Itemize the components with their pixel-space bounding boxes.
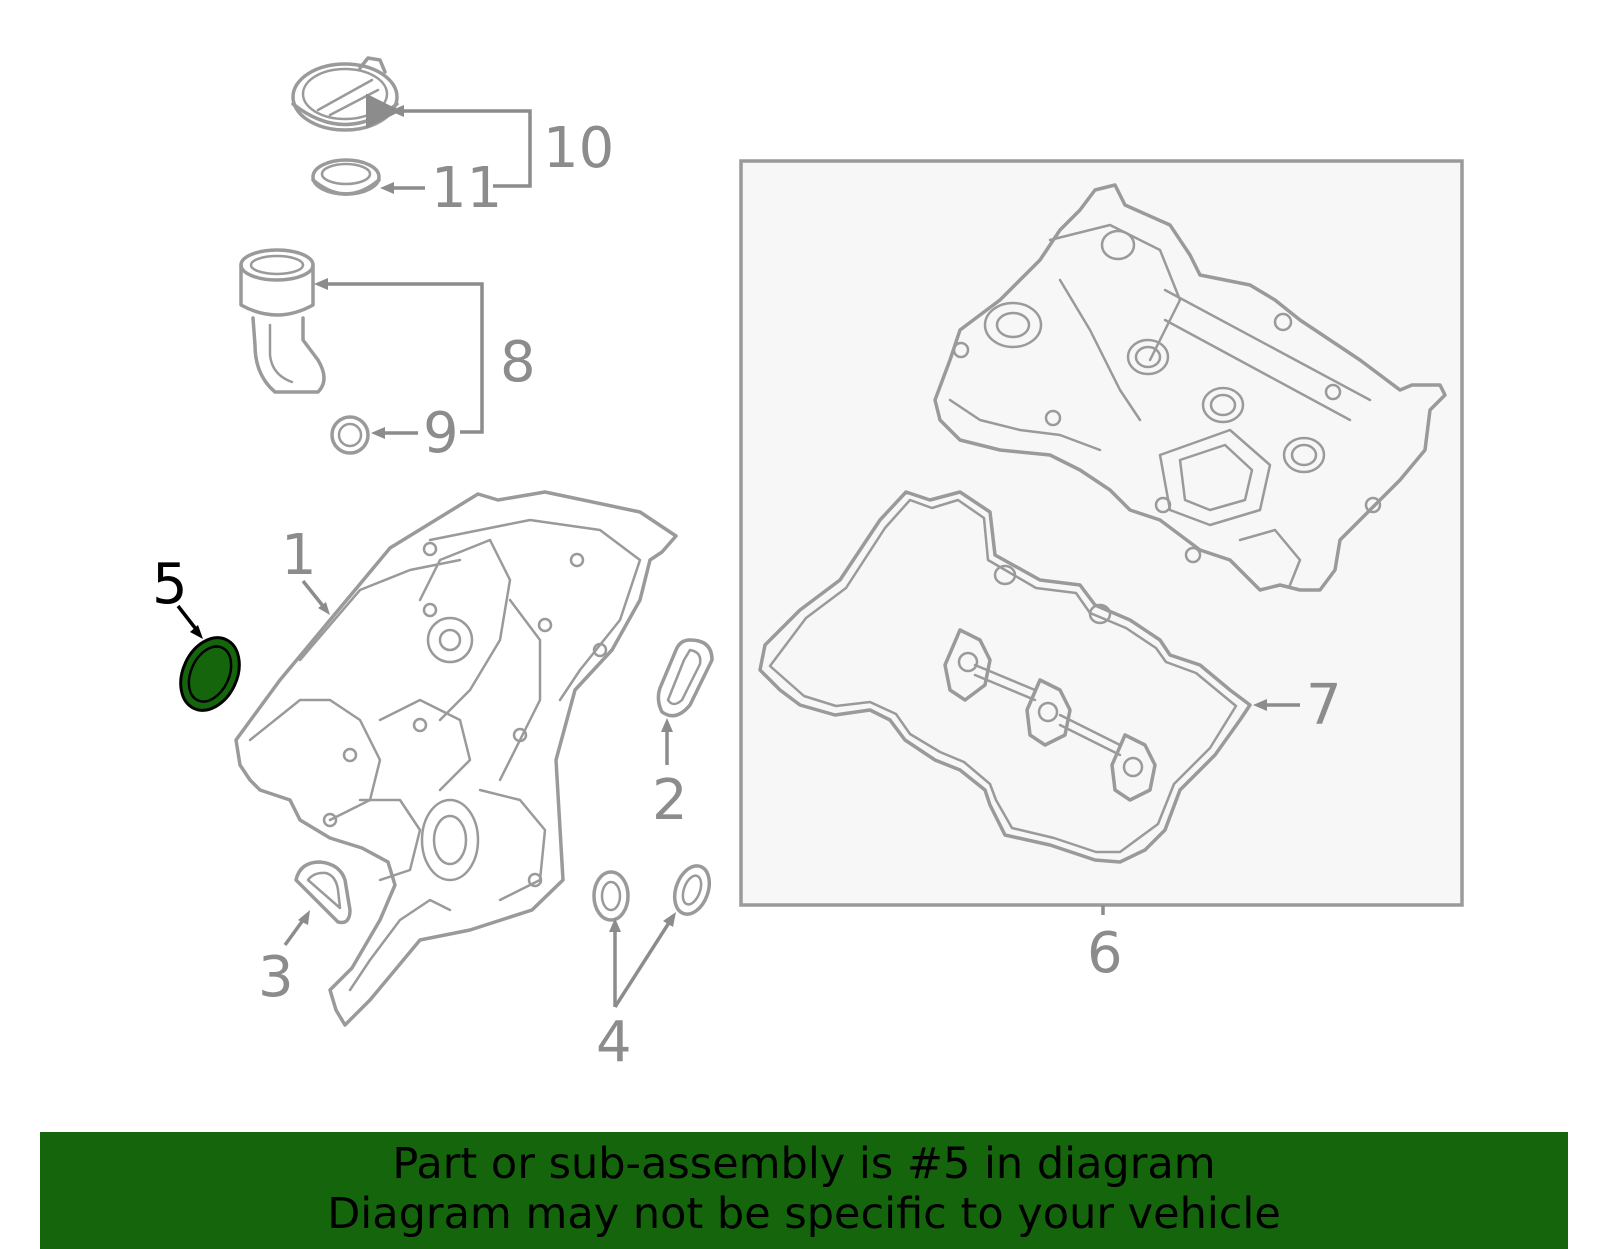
callout-2: 2 <box>652 768 688 833</box>
seal-5-highlighted <box>179 636 241 712</box>
gasket-2-drawing <box>656 638 714 718</box>
callout-8: 8 <box>500 330 536 395</box>
o-rings-4-drawing <box>592 864 712 922</box>
filler-neck-drawing <box>239 248 326 394</box>
timing-cover-drawing <box>234 490 678 1027</box>
gasket-3-drawing <box>294 860 352 925</box>
info-banner: Part or sub-assembly is #5 in diagram Di… <box>40 1132 1568 1249</box>
callout-4: 4 <box>596 1010 632 1075</box>
callout-5: 5 <box>152 552 188 617</box>
cap-gasket-drawing <box>311 158 381 196</box>
banner-line-1: Part or sub-assembly is #5 in diagram <box>392 1139 1216 1189</box>
oil-filler-cap-drawing <box>291 56 399 132</box>
callout-11: 11 <box>431 156 502 221</box>
valve-cover-drawing <box>933 183 1447 592</box>
callout-9: 9 <box>423 401 459 466</box>
callout-7: 7 <box>1306 673 1342 738</box>
valve-cover-gasket-drawing <box>758 490 1252 864</box>
callout-1: 1 <box>281 523 317 588</box>
callout-6: 6 <box>1087 921 1123 986</box>
callout-10: 10 <box>543 116 614 181</box>
o-ring-9-drawing <box>330 415 370 455</box>
callout-3: 3 <box>258 945 294 1010</box>
assembly-6-frame <box>739 159 1464 907</box>
banner-line-2: Diagram may not be specific to your vehi… <box>327 1189 1281 1239</box>
